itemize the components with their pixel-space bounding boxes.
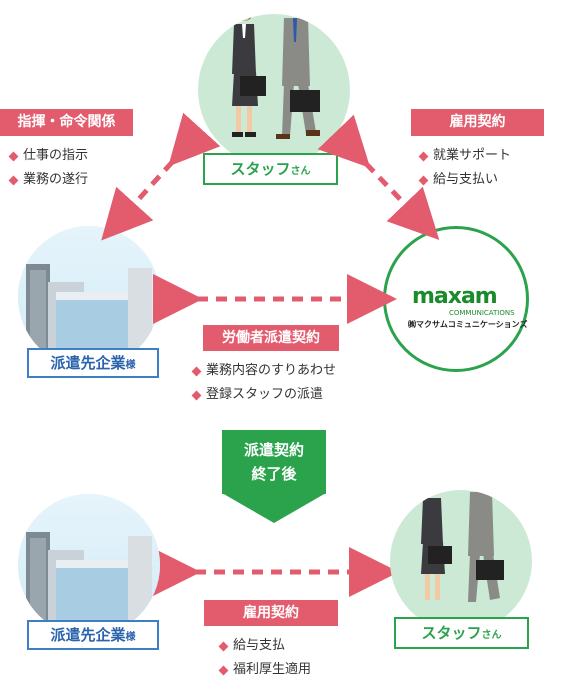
client-label-main: 派遣先企業 [50, 626, 126, 644]
client-circle-top [18, 226, 160, 368]
tag-command-relation: 指揮・命令関係 [0, 109, 133, 136]
bullets-command-relation: 仕事の指示 業務の遂行 [8, 144, 88, 192]
maxam-circle: maxam COMMUNICATIONS ㈱マクサムコミュニケーションズ [383, 226, 529, 372]
tag-employment-contract-top: 雇用契約 [411, 109, 544, 136]
arrow-employment-top [317, 114, 440, 241]
bullets-employment-bottom: 給与支払 福利厚生適用 [218, 634, 311, 682]
business-people-icon [421, 490, 504, 602]
tag-dispatch-contract: 労働者派遣契約 [203, 325, 339, 351]
maxam-company-name: ㈱マクサムコミュニケーションズ [408, 320, 528, 329]
staff-circle-top [198, 14, 350, 166]
client-label-bottom: 派遣先企業様 [27, 620, 159, 650]
staff-label-honorific: さん [290, 166, 311, 177]
client-circle-bottom [18, 494, 160, 636]
maxam-logo: maxam [412, 284, 498, 309]
list-item: 業務の遂行 [8, 168, 88, 192]
staff-circle-bottom [390, 490, 532, 632]
arrow-command-relation [101, 112, 221, 241]
down-arrow-icon [222, 493, 326, 523]
client-label-honorific: 様 [125, 632, 136, 643]
bullets-employment-top: 就業サポート 給与支払い [418, 144, 511, 192]
bullets-dispatch-contract: 業務内容のすりあわせ 登録スタッフの派遣 [191, 359, 336, 407]
buildings-icon [26, 532, 152, 636]
staff-label-main: スタッフ [230, 160, 291, 178]
list-item: 仕事の指示 [8, 144, 88, 168]
list-item: 登録スタッフの派遣 [191, 383, 336, 407]
staff-label-bottom: スタッフさん [394, 617, 529, 649]
list-item: 福利厚生適用 [218, 658, 311, 682]
list-item: 就業サポート [418, 144, 511, 168]
business-people-icon [232, 14, 320, 139]
transition-block: 派遣契約 終了後 [222, 430, 326, 494]
client-label-main: 派遣先企業 [50, 354, 126, 372]
staff-label-honorific: さん [481, 630, 502, 641]
buildings-icon [26, 264, 152, 368]
maxam-logo-sub: COMMUNICATIONS [449, 309, 515, 317]
client-label-honorific: 様 [125, 360, 136, 371]
staff-label-main: スタッフ [421, 624, 482, 642]
staff-label-top: スタッフさん [203, 153, 338, 185]
transition-line1: 派遣契約 [243, 441, 304, 459]
list-item: 給与支払い [418, 168, 511, 192]
client-label-top: 派遣先企業様 [27, 348, 159, 378]
list-item: 業務内容のすりあわせ [191, 359, 336, 383]
tag-employment-contract-bottom: 雇用契約 [204, 600, 338, 626]
list-item: 給与支払 [218, 634, 311, 658]
transition-line2: 終了後 [251, 465, 297, 483]
